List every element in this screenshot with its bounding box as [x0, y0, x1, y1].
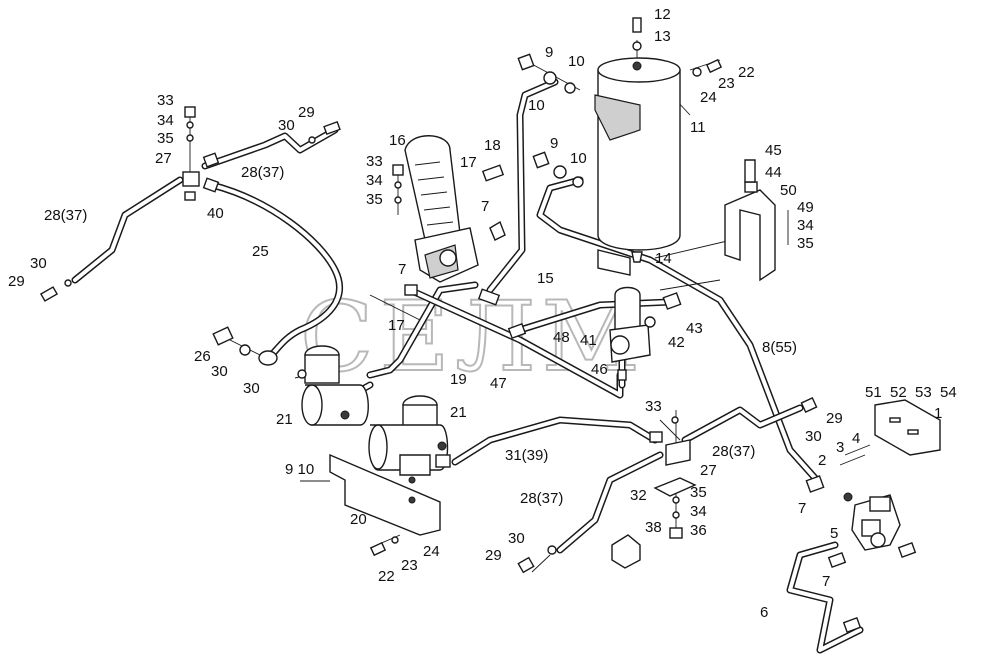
- pipes: [71, 78, 864, 654]
- fittings: [39, 53, 917, 633]
- label-17a: 17: [460, 154, 477, 171]
- label-40: 40: [207, 205, 224, 222]
- label-28-37b: 28(37): [44, 207, 87, 224]
- label-7a: 7: [481, 198, 489, 215]
- label-28-37c: 28(37): [712, 443, 755, 460]
- label-45: 45: [765, 142, 782, 159]
- label-18: 18: [484, 137, 501, 154]
- label-30f: 30: [508, 530, 525, 547]
- label-14: 14: [655, 250, 672, 267]
- label-27b: 27: [700, 462, 717, 479]
- label-22a: 22: [738, 64, 755, 81]
- label-42: 42: [668, 334, 685, 351]
- label-35d: 35: [690, 484, 707, 501]
- label-30e: 30: [805, 428, 822, 445]
- label-32: 32: [630, 487, 647, 504]
- label-10a: 10: [568, 53, 585, 70]
- bracket-20: [329, 453, 441, 536]
- label-34c: 34: [797, 217, 814, 234]
- callout-labels: 12 13 9 10 10 22 23 24 11 33 34 35 27 29…: [8, 6, 957, 621]
- label-35b: 35: [366, 191, 383, 208]
- label-7d: 7: [822, 573, 830, 590]
- label-8-55: 8(55): [762, 339, 797, 356]
- label-21b: 21: [450, 404, 467, 421]
- brake-pedal: [404, 135, 506, 283]
- label-34b: 34: [366, 172, 383, 189]
- label-10b: 10: [528, 97, 545, 114]
- label-28-37d: 28(37): [520, 490, 563, 507]
- label-12: 12: [654, 6, 671, 23]
- label-54: 54: [940, 384, 957, 401]
- label-44: 44: [765, 164, 782, 181]
- label-26: 26: [194, 348, 211, 365]
- label-51: 51: [865, 384, 882, 401]
- label-11: 11: [690, 119, 706, 136]
- label-29b: 29: [8, 273, 25, 290]
- label-29a: 29: [298, 104, 315, 121]
- label-33b: 33: [366, 153, 383, 170]
- label-35c: 35: [797, 235, 814, 252]
- label-16: 16: [389, 132, 406, 149]
- label-30b: 30: [30, 255, 47, 272]
- brake-chambers: [301, 345, 449, 476]
- label-21a: 21: [276, 411, 293, 428]
- label-17b: 17: [388, 317, 405, 334]
- label-25: 25: [252, 243, 269, 260]
- label-33a: 33: [157, 92, 174, 109]
- label-27a: 27: [155, 150, 172, 167]
- label-34a: 34: [157, 112, 174, 129]
- label-9-10: 9 10: [285, 461, 314, 478]
- label-31-39: 31(39): [505, 447, 548, 464]
- plate-1: [874, 399, 941, 456]
- label-30d: 30: [243, 380, 260, 397]
- label-29d: 29: [485, 547, 502, 564]
- label-49: 49: [797, 199, 814, 216]
- label-48: 48: [553, 329, 570, 346]
- label-28-37a: 28(37): [241, 164, 284, 181]
- label-6: 6: [760, 604, 768, 621]
- label-46: 46: [591, 361, 608, 378]
- label-33c: 33: [645, 398, 662, 415]
- label-5: 5: [830, 525, 838, 542]
- label-30a: 30: [278, 117, 295, 134]
- relay-valve: [843, 492, 901, 551]
- label-7b: 7: [398, 261, 406, 278]
- label-3: 3: [836, 439, 844, 456]
- bracket-50: [724, 159, 776, 282]
- label-7c: 7: [798, 500, 806, 517]
- label-9b: 9: [550, 135, 558, 152]
- label-15: 15: [537, 270, 554, 287]
- label-35a: 35: [157, 130, 174, 147]
- label-50: 50: [780, 182, 797, 199]
- label-47: 47: [490, 375, 507, 392]
- label-23a: 23: [718, 75, 735, 92]
- label-43: 43: [686, 320, 703, 337]
- label-41: 41: [580, 332, 597, 349]
- label-2: 2: [818, 452, 826, 469]
- label-20: 20: [350, 511, 367, 528]
- label-4: 4: [852, 430, 860, 447]
- air-receiver: [594, 17, 681, 276]
- label-29c: 29: [826, 410, 843, 427]
- label-30c: 30: [211, 363, 228, 380]
- label-9a: 9: [545, 44, 553, 61]
- label-13: 13: [654, 28, 671, 45]
- bracket-38: [611, 439, 697, 569]
- valve-41: [609, 286, 651, 363]
- label-52: 52: [890, 384, 907, 401]
- label-38: 38: [645, 519, 662, 536]
- label-23b: 23: [401, 557, 418, 574]
- label-36: 36: [690, 522, 707, 539]
- label-1: 1: [934, 405, 942, 422]
- label-53: 53: [915, 384, 932, 401]
- label-24a: 24: [700, 89, 717, 106]
- label-10c: 10: [570, 150, 587, 167]
- label-22b: 22: [378, 568, 395, 585]
- label-34d: 34: [690, 503, 707, 520]
- label-24b: 24: [423, 543, 440, 560]
- label-19: 19: [450, 371, 467, 388]
